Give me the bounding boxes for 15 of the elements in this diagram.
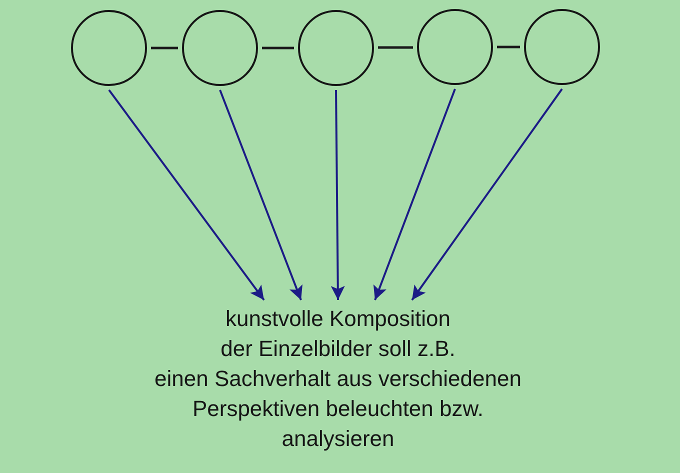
connector-line [151, 46, 178, 50]
connector-line [262, 46, 294, 50]
connector-line [497, 46, 520, 48]
empty-circle [298, 10, 374, 86]
empty-circle [71, 10, 147, 86]
empty-circle [417, 9, 493, 85]
empty-circle [182, 10, 258, 86]
arrow [219, 90, 302, 300]
arrow [373, 88, 456, 300]
arrow [108, 89, 265, 301]
arrow [411, 88, 563, 301]
empty-circle [524, 9, 600, 85]
connector-line [378, 46, 413, 49]
description-text: kunstvolle Komposition der Einzelbilder soll z.B. einen Sachverhalt aus verschiedenen Perspektiven beleuchten bzw. analysieren [154, 304, 522, 454]
arrow [330, 90, 345, 300]
